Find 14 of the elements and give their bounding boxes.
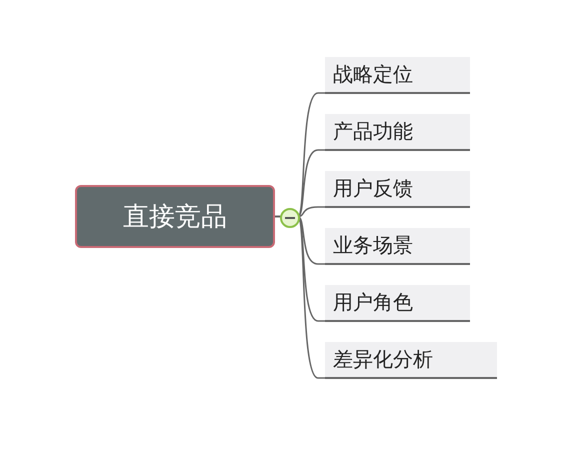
subtopic-box bbox=[325, 171, 470, 208]
subtopic-text: 差异化分析 bbox=[333, 346, 433, 373]
subtopic-box bbox=[325, 57, 470, 94]
topic-box bbox=[75, 185, 275, 248]
subtopic-box bbox=[325, 342, 497, 379]
subtopic-box bbox=[325, 114, 470, 151]
subtopic-box bbox=[325, 285, 470, 322]
subtopic-text: 用户反馈 bbox=[333, 175, 413, 202]
topic-text: 直接竞品 bbox=[123, 201, 227, 234]
subtopic-text: 用户角色 bbox=[333, 289, 413, 316]
subtopic-text: 业务场景 bbox=[333, 232, 413, 259]
subtopic-text: 产品功能 bbox=[333, 118, 413, 145]
subtopic-box bbox=[325, 228, 470, 265]
subtopic-text: 战略定位 bbox=[333, 61, 413, 88]
